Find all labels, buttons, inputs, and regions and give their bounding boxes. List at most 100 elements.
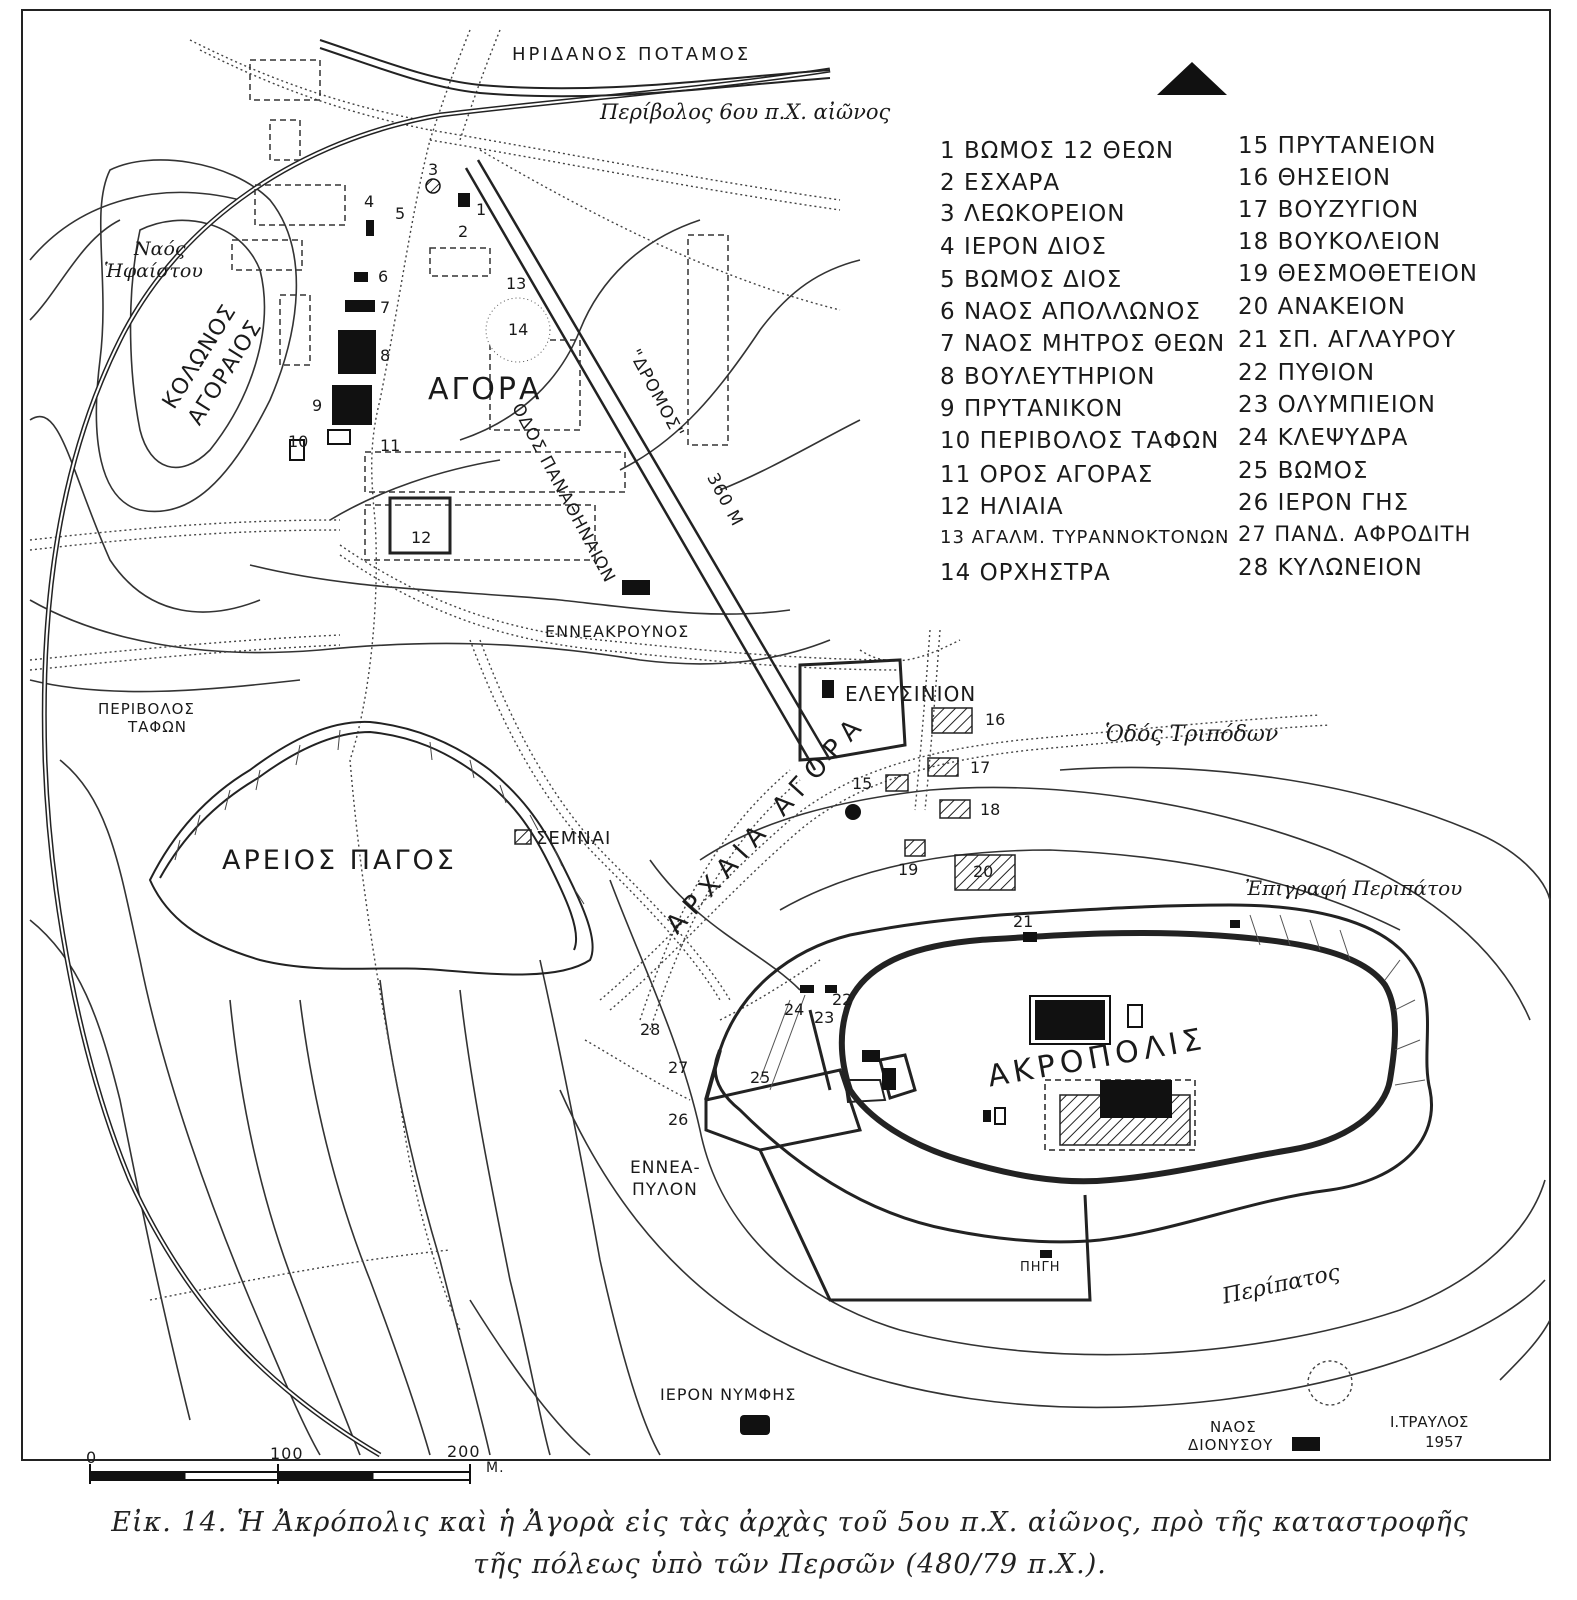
legend-item: 8 ΒΟΥΛΕΥΤΗΡΙΟΝ <box>940 364 1156 390</box>
map-number: 16 <box>985 710 1006 729</box>
map-number: 25 <box>750 1068 771 1087</box>
legend-item: 11 ΟΡΟΣ ΑΓΟΡΑΣ <box>940 462 1154 488</box>
legend-item: 14 ΟΡΧΗΣΤΡΑ <box>940 560 1111 586</box>
ieron-nymfis-mark <box>740 1415 770 1435</box>
map-number: 24 <box>784 1000 805 1019</box>
scale-bar <box>89 1464 471 1484</box>
eleusinion-enclosure <box>798 658 907 762</box>
theatre-circle <box>1307 1360 1353 1406</box>
label-naos-1: Ναός <box>134 238 186 260</box>
naos-dionysou-mark <box>1292 1437 1320 1451</box>
legend-item: 19 ΘΕΣΜΟΘΕΤΕΙΟΝ <box>1238 261 1479 287</box>
city-wall <box>41 67 831 1458</box>
legend-item: 1 ΒΩΜΟΣ 12 ΘΕΩΝ <box>940 138 1175 164</box>
map-number: 9 <box>312 396 323 415</box>
map-number: 22 <box>832 990 853 1009</box>
map-number: 7 <box>380 298 391 317</box>
map-number: 15 <box>852 774 873 793</box>
legend-item: 21 ΣΠ. ΑΓΛΑΥΡΟΥ <box>1238 327 1457 353</box>
legend-item: 7 ΝΑΟΣ ΜΗΤΡΟΣ ΘΕΩΝ <box>940 331 1226 357</box>
eleusinion-temple <box>822 680 834 698</box>
map-number: 2 <box>458 222 469 241</box>
map-number: 12 <box>411 528 432 547</box>
map-number: 13 <box>506 274 527 293</box>
label-epigrafi: Ἐπιγραφή Περιπάτου <box>1245 876 1463 900</box>
legend-item: 9 ΠΡΥΤΑΝΙΚΟΝ <box>940 396 1124 422</box>
legend-item: 20 ΑΝΑΚΕΙΟΝ <box>1238 294 1406 320</box>
label-perivolos-tafon-2: ΤΑΦΩΝ <box>128 718 187 736</box>
scale-label-200: 200 <box>447 1442 481 1461</box>
areios-pagos-outline <box>148 720 594 976</box>
legend-item: 4 ΙΕΡΟΝ ΔΙΟΣ <box>940 234 1107 260</box>
map-number: 26 <box>668 1110 689 1129</box>
map-number: 23 <box>814 1008 835 1027</box>
legend-item: 16 ΘΗΣΕΙΟΝ <box>1238 165 1392 191</box>
label-naos-dionysou-2: ΔΙΟΝΥΣΟΥ <box>1188 1436 1274 1454</box>
legend-item: 5 ΒΩΜΟΣ ΔΙΟΣ <box>940 267 1123 293</box>
legend-item: 3 ΛΕΩΚΟΡΕΙΟΝ <box>940 201 1126 227</box>
hatched-buildings <box>885 707 1016 891</box>
north-arrow-icon <box>1157 62 1227 95</box>
label-areios-pagos: ΑΡΕΙΟΣ ΠΑΓΟΣ <box>222 845 457 876</box>
caption-line-1: Εἰκ. 14. Ἡ Ἀκρόπολις καὶ ἡ Ἀγορὰ εἰς τὰς… <box>111 1507 1469 1538</box>
agora-buildings <box>231 59 729 561</box>
label-eleusinion: ΕΛΕΥΣΙΝΙΟΝ <box>845 682 977 706</box>
legend-item: 22 ΠΥΘΙΟΝ <box>1238 360 1376 386</box>
prytaneion-dot <box>845 804 861 820</box>
map-number: 1 <box>476 200 487 219</box>
label-pigi: ΠΗΓΗ <box>1020 1260 1061 1275</box>
legend-item: 12 ΗΛΙΑΙΑ <box>940 494 1064 520</box>
scale-label-0: 0 <box>86 1448 98 1467</box>
label-year: 1957 <box>1425 1433 1464 1451</box>
acropolis-hatching <box>759 914 1426 1091</box>
map-number: 3 <box>428 160 439 179</box>
figure-caption: Εἰκ. 14. Ἡ Ἀκρόπολις καὶ ἡ Ἀγορὰ εἰς τὰς… <box>40 1502 1540 1586</box>
legend-item: 18 ΒΟΥΚΟΛΕΙΟΝ <box>1238 229 1442 255</box>
map-number: 8 <box>380 346 391 365</box>
map-number: 20 <box>973 862 994 881</box>
roads <box>29 29 1331 1331</box>
legend-item: 26 ΙΕΡΟΝ ΓΗΣ <box>1238 490 1410 516</box>
orchestra-dotted <box>485 297 551 363</box>
label-semnai: ΣΕΜΝΑΙ <box>536 828 612 849</box>
semnai-mark <box>514 829 532 845</box>
label-naos-dionysou-1: ΝΑΟΣ <box>1210 1418 1257 1436</box>
label-enneapylon-1: ΕΝΝΕΑ- <box>630 1158 701 1178</box>
heliaia-building <box>388 496 452 555</box>
acropolis-buildings <box>800 920 1240 1258</box>
contour-lines <box>29 159 1551 1456</box>
legend-item: 28 ΚΥΛΩΝΕΙΟΝ <box>1238 555 1423 581</box>
legend-item: 10 ΠΕΡΙΒΟΛΟΣ ΤΑΦΩΝ <box>940 428 1220 454</box>
label-agora: ΑΓΟΡΑ <box>428 372 543 407</box>
panathenaic-way <box>464 159 832 771</box>
legend-item: 23 ΟΛΥΜΠΙΕΙΟΝ <box>1238 392 1437 418</box>
label-naos-2: Ἡφαίστου <box>104 260 203 282</box>
map-number: 27 <box>668 1058 689 1077</box>
river-lines <box>319 39 831 98</box>
scale-label-100: 100 <box>270 1444 304 1463</box>
map-number: 28 <box>640 1020 661 1039</box>
label-odos-tripodon: Ὁδός Τριπόδων <box>1105 722 1279 747</box>
map-number: 21 <box>1013 912 1034 931</box>
caption-line-2: τῆς πόλεως ὑπὸ τῶν Περσῶν (480/79 π.Χ.). <box>473 1549 1107 1580</box>
legend-item: 13 ΑΓΑΛΜ. ΤΥΡΑΝΝΟΚΤΟΝΩΝ <box>940 527 1230 548</box>
legend-item: 17 ΒΟΥΖΥΓΙΟΝ <box>1238 197 1420 223</box>
map-number: 10 <box>288 432 309 451</box>
map-number: 19 <box>898 860 919 879</box>
leokoreion-mark <box>425 178 441 194</box>
map-frame <box>21 9 1551 1461</box>
map-number: 14 <box>508 320 529 339</box>
map-number: 5 <box>395 204 406 223</box>
label-perivolos-tafon-1: ΠΕΡΙΒΟΛΟΣ <box>98 700 195 718</box>
legend-item: 27 ΠΑΝΔ. ΑΦΡΟΔΙΤΗ <box>1238 522 1472 546</box>
label-wall-6th: Περίβολος 6ου π.Χ. αἰῶνος <box>600 100 891 124</box>
map-number: 6 <box>378 267 389 286</box>
legend-item: 6 ΝΑΟΣ ΑΠΟΛΛΩΝΟΣ <box>940 299 1201 325</box>
map-number: 17 <box>970 758 991 777</box>
label-river: ΗΡΙΔΑΝΟΣ ΠΟΤΑΜΟΣ <box>512 44 752 65</box>
map-number: 11 <box>380 436 401 455</box>
legend-item: 25 ΒΩΜΟΣ <box>1238 458 1369 484</box>
agora-solid-buildings <box>289 193 650 595</box>
legend-item: 2 ΕΣΧΑΡΑ <box>940 170 1061 196</box>
